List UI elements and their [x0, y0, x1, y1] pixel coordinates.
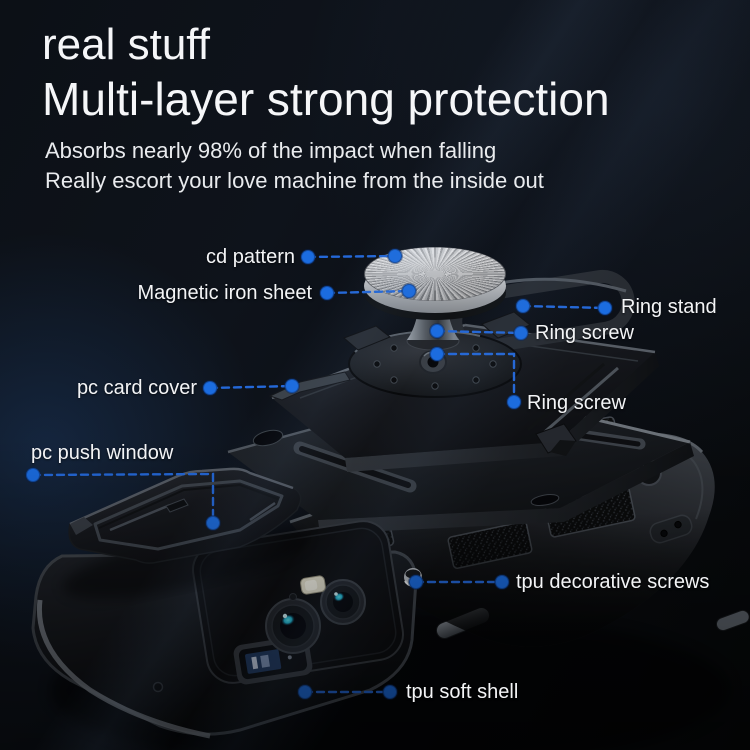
callout-label-cd-pattern: cd pattern: [206, 246, 295, 268]
callout-line-magnetic-iron-sheet: [325, 289, 411, 295]
page-subtitle-line2: Really escort your love machine from the…: [45, 168, 544, 193]
page-title-line1: real stuff: [42, 20, 210, 69]
callout-line-ring-stand: [521, 304, 607, 310]
callout-dot: [506, 394, 522, 410]
callout-dot: [202, 380, 218, 396]
page-subtitle-line1: Absorbs nearly 98% of the impact when fa…: [45, 138, 497, 163]
callout-dot: [597, 300, 613, 316]
callout-dot: [284, 378, 300, 394]
callout-line-pc-card-cover: [208, 384, 294, 390]
callout-label-pc-push-window: pc push window: [31, 442, 174, 464]
callout-dot: [513, 325, 529, 341]
callout-dot: [515, 298, 531, 314]
callout-dot: [387, 248, 403, 264]
callout-dot: [401, 283, 417, 299]
callout-label-magnetic-iron-sheet: Magnetic iron sheet: [137, 282, 312, 304]
callout-dot: [429, 346, 445, 362]
callout-dot: [205, 515, 221, 531]
callout-dot: [494, 574, 510, 590]
callout-label-pc-card-cover: pc card cover: [76, 377, 197, 399]
callout-dot: [429, 323, 445, 339]
callout-dot: [319, 285, 335, 301]
callout-label-ring-stand: Ring stand: [621, 296, 717, 318]
callout-label-ring-screw-bottom: Ring screw: [527, 392, 626, 414]
callout-dot: [300, 249, 316, 265]
page-title-line2: Multi-layer strong protection: [42, 73, 610, 125]
callout-dot: [408, 574, 424, 590]
callout-label-tpu-decorative-screws: tpu decorative screws: [516, 571, 710, 593]
callout-label-tpu-soft-shell: tpu soft shell: [406, 681, 519, 703]
callout-line-cd-pattern: [306, 254, 397, 259]
callout-line-ring-screw-top: [435, 329, 523, 335]
callout-label-ring-screw-top: Ring screw: [535, 322, 634, 344]
callout-dot: [25, 467, 41, 483]
callout-dot: [382, 684, 398, 700]
callout-dot: [297, 684, 313, 700]
callout-line-pc-push-window: [31, 472, 215, 518]
callout-line-ring-screw-bottom: [435, 352, 516, 398]
